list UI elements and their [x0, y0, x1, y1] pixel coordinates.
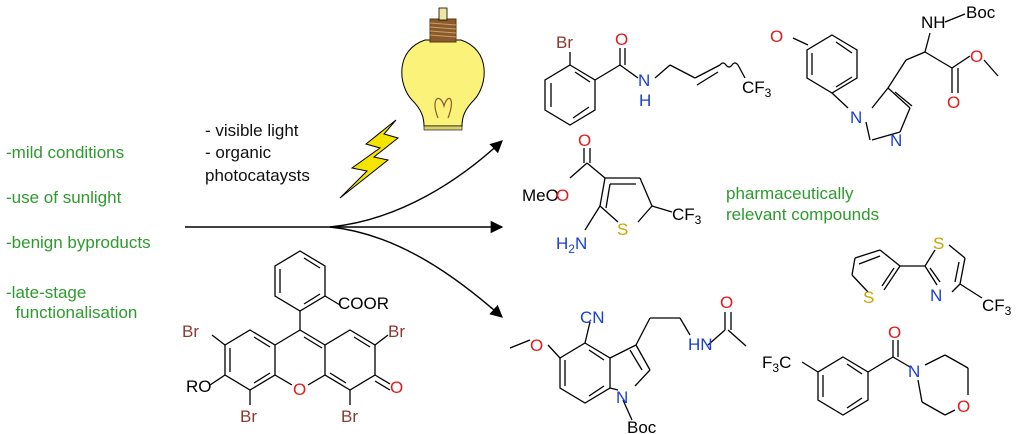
atom-o-morpholine: O — [957, 397, 970, 416]
svg-text:CF3: CF3 — [742, 78, 772, 100]
atom-br-2: Br — [388, 322, 405, 341]
atom-o-acetamide: O — [720, 293, 733, 312]
atom-o-ketone: O — [390, 378, 403, 397]
condition-organic: - organic — [205, 143, 272, 162]
molecule-morpholine-amide — [801, 340, 969, 416]
molecule-bromobenzamide — [544, 48, 746, 126]
atom-o-xanthene: O — [293, 380, 306, 399]
atom-n-imidazole: N — [850, 108, 862, 127]
atom-o-methoxy: O — [770, 27, 783, 46]
group-nh-indole: HN — [688, 335, 713, 354]
group-cn: CN — [580, 308, 605, 327]
atom-o: O — [615, 30, 628, 49]
pharma-label-line2: relevant compounds — [726, 205, 880, 224]
atom-n-indole: N — [616, 388, 628, 407]
advantage-late-stage: -late-stage functionalisation — [6, 283, 138, 322]
atom-o-indole: O — [530, 336, 543, 355]
molecule-thiophene — [569, 148, 673, 231]
svg-text:CF3: CF3 — [672, 205, 702, 227]
atom-s-thienyl: S — [863, 288, 874, 307]
atom-o-thiophene: O — [578, 131, 591, 150]
atom-n-morpholine: N — [908, 362, 920, 381]
molecule-imidazole-ester — [792, 32, 999, 141]
atom-br-1: Br — [182, 322, 199, 341]
group-coor: COOR — [338, 294, 389, 313]
atom-s-thiophene: S — [617, 220, 628, 239]
atom-br-3: Br — [240, 407, 257, 426]
group-h2n: H — [556, 234, 568, 253]
atom-br-4: Br — [341, 407, 358, 426]
group-boc: Boc — [966, 3, 996, 22]
advantage-mild-conditions: -mild conditions — [6, 143, 125, 162]
atom-o-amide: O — [888, 323, 901, 342]
molecule-eosin-catalyst — [209, 250, 391, 405]
lightning-bolt-icon — [339, 119, 400, 199]
group-cf3: CF — [742, 78, 765, 97]
group-boc-indole: Boc — [627, 418, 657, 434]
condition-photocatalysts: photocataysts — [205, 166, 310, 185]
svg-text:H2N: H2N — [556, 234, 587, 256]
atom-o-meo: O — [556, 186, 569, 205]
group-ro: RO — [186, 377, 212, 396]
molecule-indole — [509, 312, 747, 421]
atom-s-thiazole: S — [933, 234, 944, 253]
atom-o-carbonyl: O — [947, 93, 960, 112]
atom-n: N — [638, 71, 650, 90]
group-nh: NH — [921, 13, 946, 32]
svg-text:CF3: CF3 — [982, 296, 1012, 318]
group-cf3-thiophene: CF — [672, 205, 695, 224]
reaction-arrows — [185, 140, 504, 318]
advantage-benign-byproducts: -benign byproducts — [6, 233, 151, 252]
atom-n-imidazole-2: N — [890, 131, 902, 150]
atom-h: H — [639, 91, 651, 110]
pharma-label-line1: pharmaceutically — [726, 184, 854, 203]
atom-n-thiazole: N — [930, 286, 942, 305]
group-f3c: F — [762, 353, 772, 372]
molecule-thienyl-thiazole — [851, 244, 983, 299]
group-meo: MeO — [522, 186, 559, 205]
atom-o-ester: O — [970, 47, 983, 66]
advantage-sunlight: -use of sunlight — [6, 188, 122, 207]
condition-visible-light: - visible light — [205, 121, 299, 140]
atom-br: Br — [556, 33, 573, 52]
group-cf3-thiazole: CF — [982, 296, 1005, 315]
svg-text:F3C: F3C — [762, 353, 791, 375]
light-bulb-icon — [401, 7, 485, 131]
